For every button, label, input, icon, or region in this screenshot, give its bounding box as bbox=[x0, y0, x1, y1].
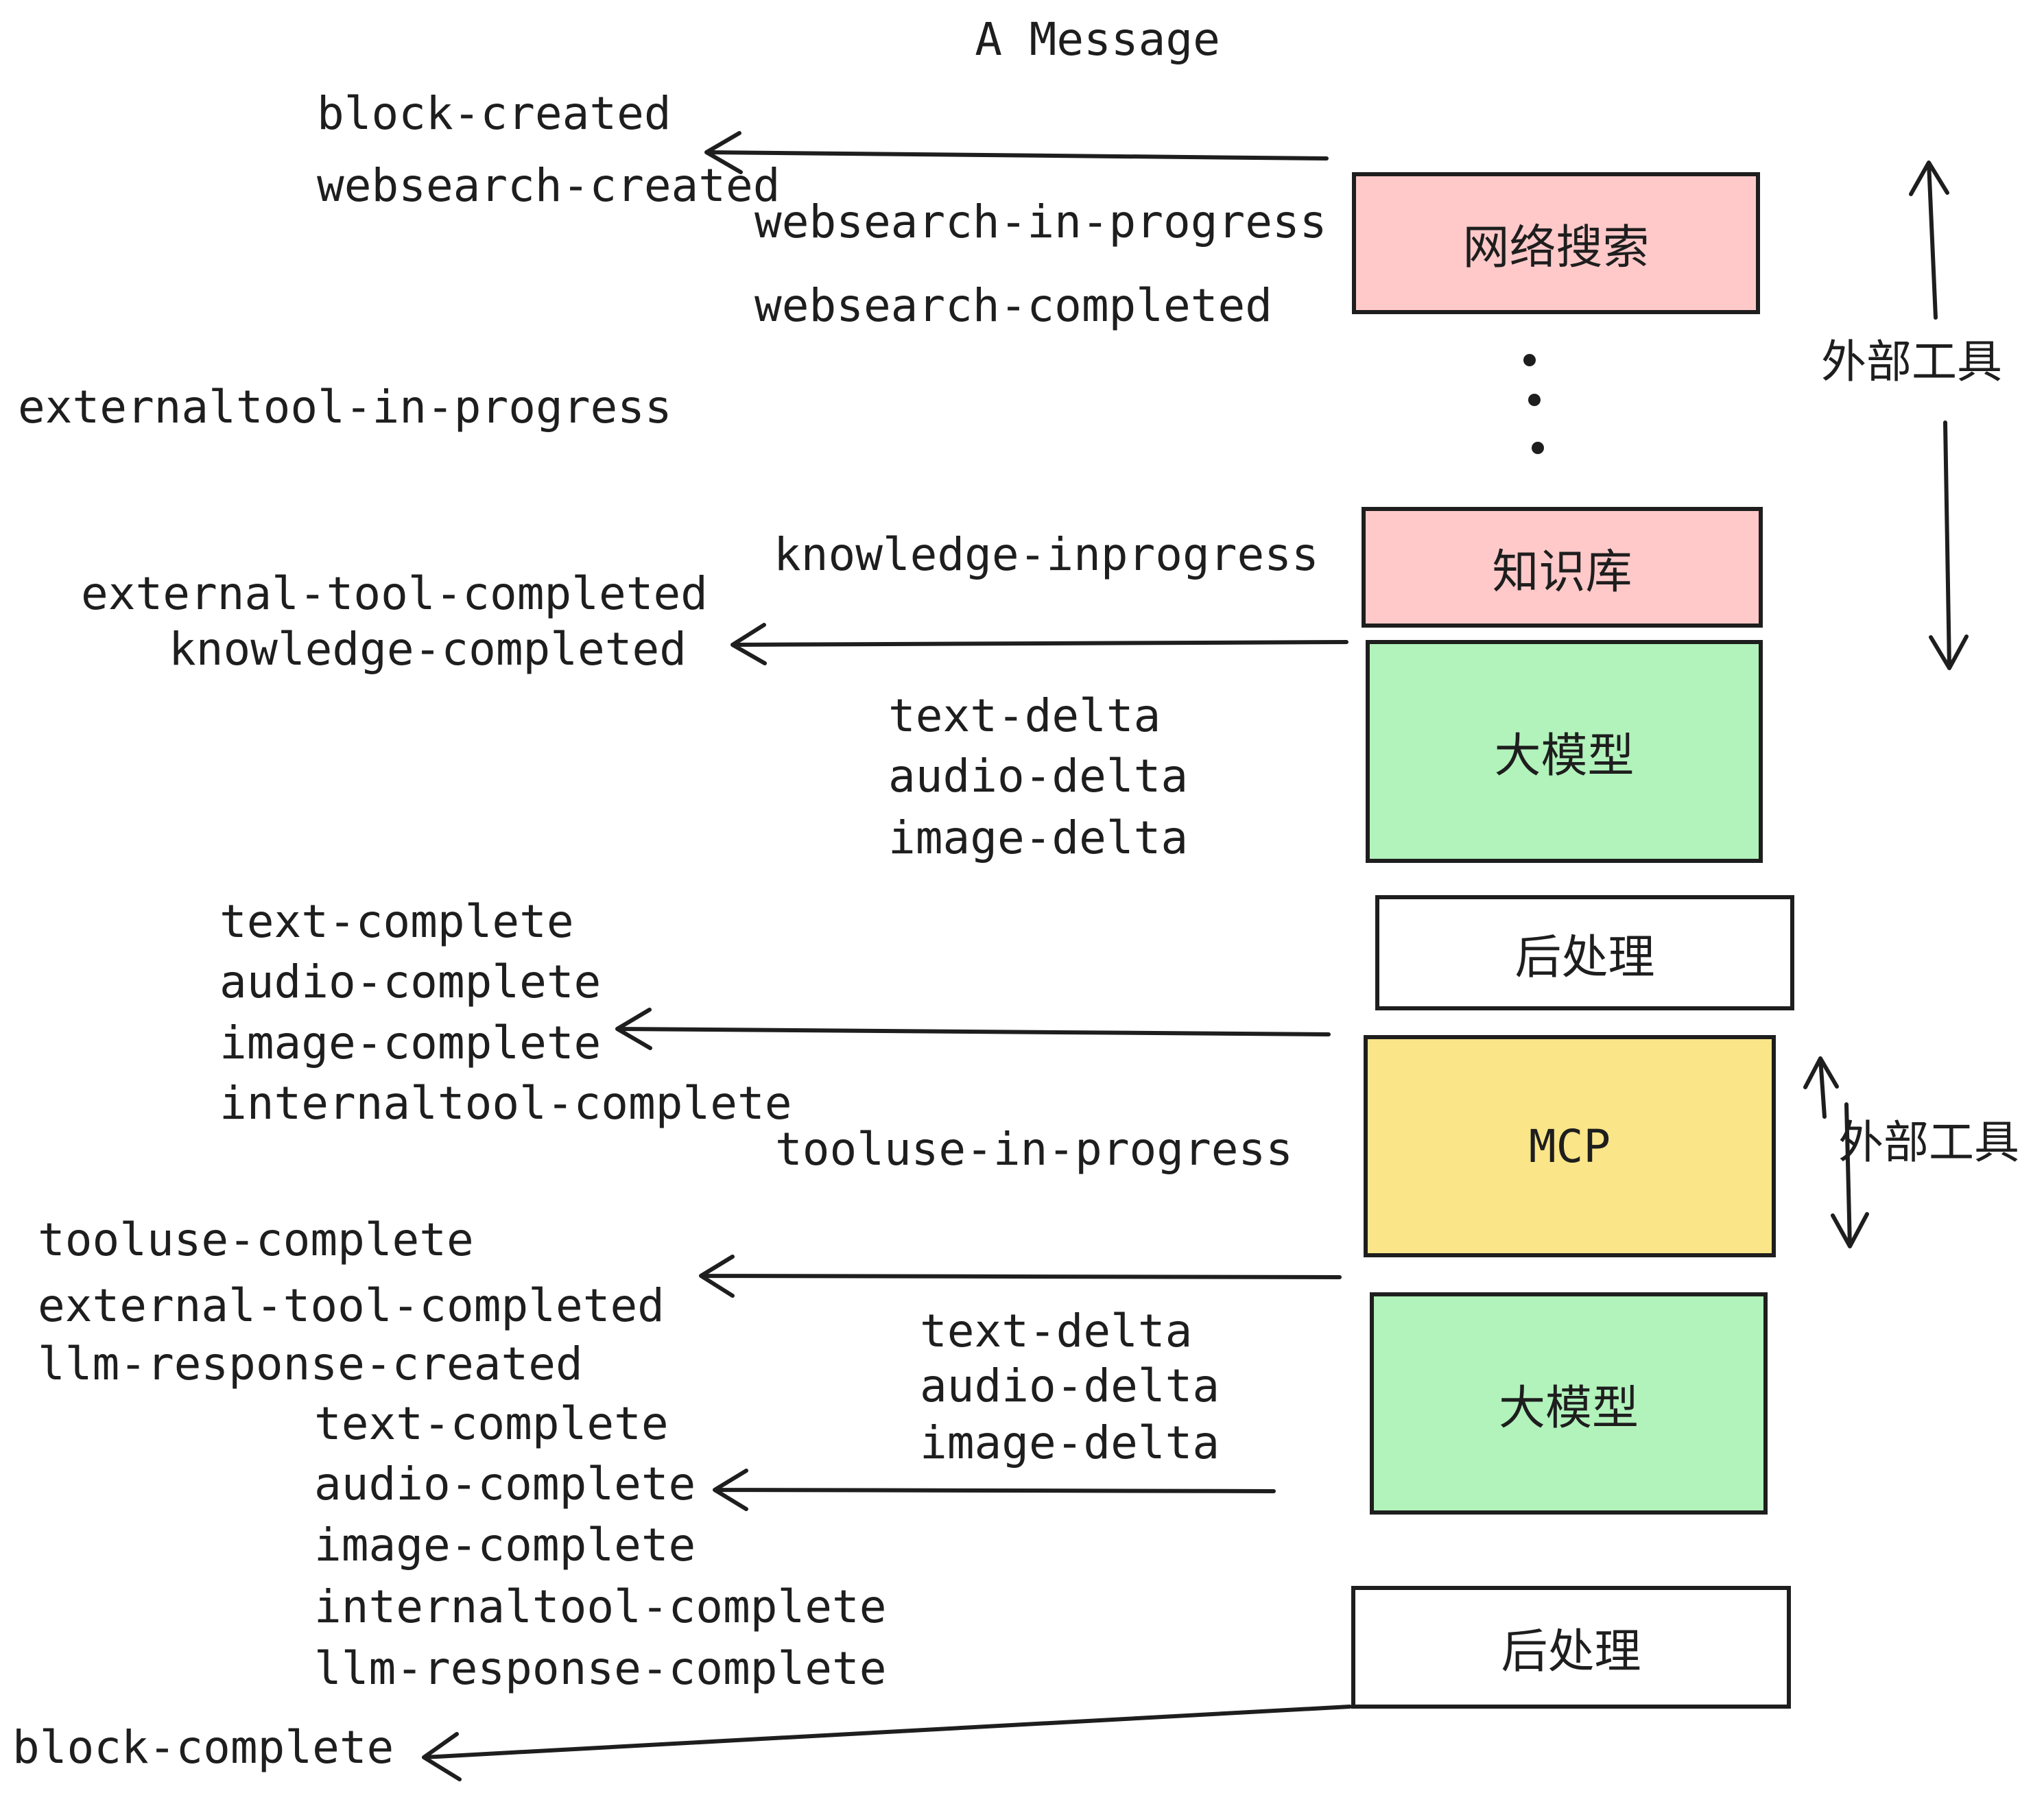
event-tooluse-in-progress: tooluse-in-progress bbox=[775, 1123, 1293, 1176]
event-websearch-in-progress: websearch-in-progress bbox=[754, 195, 1327, 248]
node-llm-1-label: 大模型 bbox=[1494, 729, 1635, 783]
event-audio-delta: audio-delta bbox=[888, 750, 1189, 803]
dot bbox=[1532, 442, 1544, 454]
arrow-to-tooluse-complete bbox=[699, 1255, 1342, 1298]
event-externaltool-in-progress: externaltool-in-progress bbox=[18, 381, 672, 434]
node-knowledge-label: 知识库 bbox=[1492, 545, 1632, 600]
arrow-to-knowledge-completed bbox=[730, 623, 1348, 665]
event-image-complete-2: image-complete bbox=[314, 1519, 696, 1571]
event-image-delta-2: image-delta bbox=[920, 1416, 1220, 1469]
node-postprocess-1-label: 后处理 bbox=[1514, 930, 1655, 985]
arrow-mcp-tools-up bbox=[1803, 1056, 1839, 1119]
event-knowledge-inprogress: knowledge-inprogress bbox=[774, 528, 1319, 581]
page-title: A Message bbox=[975, 13, 1220, 66]
node-llm-2-label: 大模型 bbox=[1498, 1381, 1639, 1436]
event-image-complete: image-complete bbox=[219, 1017, 602, 1069]
node-mcp: MCP bbox=[1364, 1035, 1776, 1257]
event-text-complete: text-complete bbox=[219, 895, 574, 948]
node-postprocess-1: 后处理 bbox=[1375, 895, 1794, 1010]
event-internaltool-complete: internaltool-complete bbox=[219, 1077, 792, 1130]
dot bbox=[1523, 354, 1536, 366]
event-text-delta: text-delta bbox=[888, 689, 1161, 742]
event-block-complete: block-complete bbox=[12, 1721, 394, 1774]
arrow-to-image-complete bbox=[615, 1008, 1331, 1050]
event-audio-delta-2: audio-delta bbox=[920, 1360, 1220, 1412]
arrow-to-block-complete bbox=[422, 1705, 1352, 1781]
side-label-external-tools-2: 外部工具 bbox=[1838, 1116, 2019, 1169]
event-block-created: block-created bbox=[317, 87, 672, 140]
side-label-external-tools-1: 外部工具 bbox=[1821, 335, 2002, 388]
event-knowledge-completed: knowledge-completed bbox=[169, 623, 687, 676]
event-tooluse-complete: tooluse-complete bbox=[38, 1213, 474, 1266]
node-llm-1: 大模型 bbox=[1366, 640, 1763, 863]
event-audio-complete: audio-complete bbox=[219, 956, 602, 1008]
event-llm-response-created: llm-response-created bbox=[38, 1338, 583, 1390]
event-text-delta-2: text-delta bbox=[920, 1305, 1193, 1357]
node-websearch-label: 网络搜索 bbox=[1462, 221, 1650, 275]
event-image-delta: image-delta bbox=[888, 811, 1189, 864]
event-llm-response-complete: llm-response-complete bbox=[314, 1642, 887, 1695]
node-postprocess-2: 后处理 bbox=[1351, 1586, 1791, 1709]
event-external-tool-completed: external-tool-completed bbox=[81, 567, 708, 620]
event-audio-complete-2: audio-complete bbox=[314, 1458, 696, 1510]
arrow-external-tools-down bbox=[1929, 420, 1969, 670]
arrow-external-tools-up bbox=[1909, 161, 1949, 320]
dot bbox=[1528, 394, 1541, 406]
ellipsis-dots bbox=[1523, 354, 1544, 454]
node-postprocess-2-label: 后处理 bbox=[1501, 1625, 1641, 1679]
node-mcp-label: MCP bbox=[1528, 1119, 1611, 1173]
event-websearch-created: websearch-created bbox=[317, 159, 781, 212]
arrow-to-audio-complete bbox=[713, 1469, 1276, 1511]
event-text-complete-2: text-complete bbox=[314, 1397, 669, 1450]
node-knowledge: 知识库 bbox=[1362, 507, 1763, 628]
event-websearch-completed: websearch-completed bbox=[754, 279, 1272, 332]
node-websearch: 网络搜索 bbox=[1352, 172, 1760, 314]
event-external-tool-completed-2: external-tool-completed bbox=[38, 1279, 665, 1332]
event-internaltool-complete-2: internaltool-complete bbox=[314, 1580, 887, 1633]
arrow-to-block-created bbox=[704, 131, 1329, 174]
node-llm-2: 大模型 bbox=[1370, 1292, 1768, 1515]
